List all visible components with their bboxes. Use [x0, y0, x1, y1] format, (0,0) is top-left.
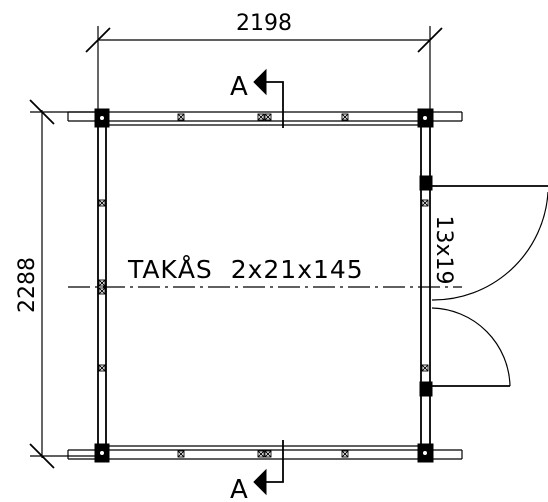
fastener-mark	[98, 199, 106, 207]
section-arrow-bottom	[253, 468, 267, 496]
left-wall	[97, 112, 107, 459]
section-mark-top-letter: A	[230, 72, 248, 102]
left-dimension-tick-bottom	[29, 443, 55, 469]
door-size-label: 13x19	[431, 215, 456, 284]
door-jamb-bottom	[419, 381, 433, 397]
left-dimension-value: 2288	[15, 257, 40, 313]
top-beam	[67, 111, 463, 126]
fastener-mark	[421, 199, 429, 207]
fastener-mark	[341, 450, 349, 458]
fastener-mark	[177, 113, 185, 121]
fastener-mark	[421, 364, 429, 372]
right-wall	[420, 112, 431, 459]
post-bolt	[99, 115, 105, 121]
top-dimension: 2198	[85, 11, 443, 112]
top-dimension-tick-left	[85, 27, 111, 53]
door-swing-arc-upper	[431, 191, 548, 301]
fastener-mark	[98, 279, 106, 287]
fastener-mark	[98, 364, 106, 372]
fastener-mark	[257, 113, 265, 121]
section-arrow-top	[253, 68, 267, 96]
section-marker-top: A	[230, 68, 284, 128]
top-dimension-value: 2198	[236, 11, 292, 36]
fastener-mark	[177, 450, 185, 458]
fastener-mark	[341, 113, 349, 121]
fastener-mark	[257, 450, 265, 458]
section-marker-bottom: A	[230, 440, 284, 502]
bottom-beam	[67, 445, 463, 460]
post-bolt	[422, 115, 428, 121]
corner-posts	[94, 108, 434, 463]
section-leader-top	[266, 81, 284, 128]
section-mark-bottom-letter: A	[230, 475, 248, 502]
fastener-mark	[264, 450, 272, 458]
section-leader-bottom	[266, 440, 284, 483]
left-dimension-tick-top	[29, 99, 55, 125]
post-bolt	[422, 450, 428, 456]
top-dimension-tick-right	[417, 27, 443, 53]
door	[419, 175, 548, 397]
ridge-beam-label: TAKÅS 2x21x145	[127, 255, 364, 284]
left-dimension: 2288	[15, 99, 100, 469]
fastener-marks	[98, 113, 429, 458]
fastener-mark	[98, 287, 106, 295]
fastener-mark	[264, 113, 272, 121]
post-bolt	[99, 450, 105, 456]
door-swing-arc-lower	[431, 307, 511, 387]
door-jamb-top	[419, 175, 433, 191]
